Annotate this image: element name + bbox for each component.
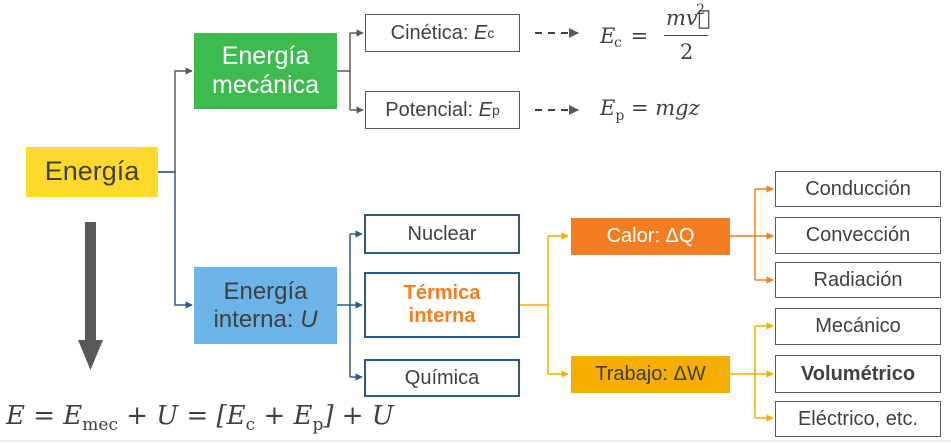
formula-ec-numerator: mv⃗ xyxy=(666,6,711,30)
down-arrow-icon xyxy=(78,222,103,370)
node-conveccion-label: Convección xyxy=(805,224,911,246)
node-nuclear: Nuclear xyxy=(364,214,520,254)
node-conduccion-label: Conducción xyxy=(805,177,911,200)
formula-ep-sub: p xyxy=(615,108,625,125)
node-cinetica-label: Cinética: xyxy=(390,21,475,44)
node-radiacion: Radiación xyxy=(775,262,941,298)
formula-ec-eq: = xyxy=(624,24,655,48)
node-potencial-sub: p xyxy=(491,101,500,118)
node-mecanica-line2: mecánica xyxy=(212,71,319,99)
node-energia-interna: Energía interna: U xyxy=(194,267,337,344)
node-quimica-label: Química xyxy=(404,366,480,389)
formula-total-c: + U = [E xyxy=(117,401,246,431)
formula-total-c-sub: c xyxy=(245,415,256,436)
node-radiacion-label: Radiación xyxy=(813,268,903,291)
node-nuclear-label: Nuclear xyxy=(407,222,477,245)
node-quimica: Química xyxy=(364,359,520,397)
formula-ec-fraction-bar xyxy=(664,35,708,36)
node-volumetrico: Volumétrico xyxy=(775,355,941,393)
node-calor: Calor: ΔQ xyxy=(571,218,730,255)
node-interna-symbol: U xyxy=(300,305,318,333)
formula-ep-rhs: = mgz xyxy=(624,96,700,120)
connector-energia-interna xyxy=(158,171,193,309)
formula-ec-sup: 2 xyxy=(696,2,705,18)
node-potencial-symbol: E xyxy=(478,98,492,121)
formula-total-energy: E = Emec + U = [Ec + Ep] + U xyxy=(6,401,394,435)
formula-total-b: = E xyxy=(24,401,83,431)
formula-total-d: + E xyxy=(255,401,313,431)
node-trabajo: Trabajo: ΔW xyxy=(571,356,730,393)
node-energia-label: Energía xyxy=(44,156,140,187)
formula-ec-sub: c xyxy=(614,35,622,51)
connector-energia-mecanica xyxy=(158,67,193,173)
connector-mecanica-branches xyxy=(337,29,364,114)
node-interna-line2-wrap: interna: U xyxy=(213,306,317,334)
node-mecanico-label: Mecánico xyxy=(815,315,901,337)
formula-ec-lhs: E xyxy=(600,24,616,48)
node-termica-line2: interna xyxy=(408,305,476,327)
node-volumetrico-label: Volumétrico xyxy=(800,362,916,385)
node-electrico: Eléctrico, etc. xyxy=(775,401,941,437)
node-potencial-label: Potencial: xyxy=(385,98,479,121)
formula-ep: Ep = mgz xyxy=(600,96,700,124)
node-energia: Energía xyxy=(26,147,158,197)
node-termica-line1: Térmica xyxy=(403,282,481,304)
node-energia-mecanica: Energía mecánica xyxy=(194,33,337,109)
formula-total-a: E xyxy=(6,401,25,431)
node-termica-interna: Térmica interna xyxy=(364,272,520,338)
formula-ep-lhs: E xyxy=(600,96,616,120)
formula-total-b-sub: mec xyxy=(82,415,118,436)
node-conveccion: Convección xyxy=(775,217,941,254)
connector-interna-branches xyxy=(337,230,363,381)
node-cinetica-symbol: E xyxy=(474,21,488,44)
node-mecanica-line1: Energía xyxy=(221,42,310,71)
formula-total-e: ] + U xyxy=(323,401,394,431)
node-trabajo-label: Trabajo: ΔW xyxy=(595,363,706,385)
node-mecanico: Mecánico xyxy=(775,308,941,345)
formula-ec-denominator: 2 xyxy=(680,40,694,64)
node-conduccion: Conducción xyxy=(775,171,941,207)
node-interna-line1: Energía xyxy=(223,277,308,305)
formula-total-d-sub: p xyxy=(312,415,324,436)
connector-calor-branches xyxy=(730,185,774,284)
node-calor-label: Calor: ΔQ xyxy=(606,225,695,247)
connector-termica-branches xyxy=(520,232,569,378)
node-electrico-label: Eléctrico, etc. xyxy=(797,407,919,430)
node-cinetica-sub: c xyxy=(487,24,495,41)
connector-trabajo-branches xyxy=(730,322,774,422)
node-interna-line2: interna: xyxy=(213,305,301,333)
